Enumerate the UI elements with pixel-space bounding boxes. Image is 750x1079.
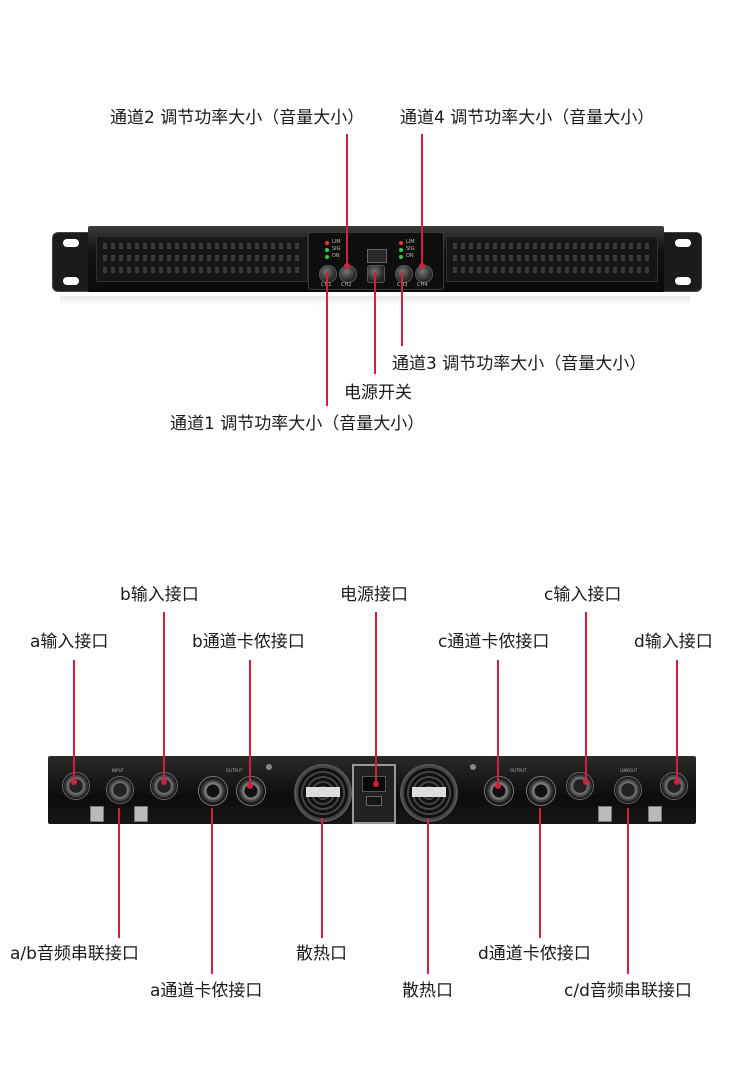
callout-dot-d-input: [674, 779, 680, 785]
callout-dot-power-input: [373, 781, 379, 787]
label-a-channel-card: a通道卡侬接口: [150, 981, 263, 1001]
d-input-xlr[interactable]: [660, 772, 688, 800]
ch1-volume-knob[interactable]: [319, 265, 337, 283]
rear-text-output-right: OUTPUT: [510, 768, 527, 773]
led-label-sig-left: SIG: [332, 246, 341, 252]
callout-line-a-card: [211, 808, 213, 974]
fan-right: [400, 764, 458, 822]
rear-text-input-left: INPUT: [112, 768, 124, 773]
rear-switch-4[interactable]: [648, 806, 662, 822]
fan-left: [294, 764, 352, 822]
led-label-sig-right: SIG: [406, 246, 415, 252]
callout-line-cd-link: [627, 808, 629, 974]
label-ch1-volume: 通道1 调节功率大小（音量大小）: [170, 414, 425, 434]
callout-dot-a-input: [71, 779, 77, 785]
callout-line-b-input: [163, 612, 165, 782]
label-ch3-volume: 通道3 调节功率大小（音量大小）: [392, 354, 647, 374]
callout-line-ch2: [346, 134, 348, 266]
power-switch-button[interactable]: [367, 265, 385, 283]
callout-line-ch4: [421, 134, 423, 266]
label-power-input: 电源接口: [340, 585, 408, 605]
c-input-xlr[interactable]: [566, 772, 594, 800]
rear-switch-1[interactable]: [90, 806, 104, 822]
led-label-lim-left: LIM: [332, 239, 341, 245]
callout-line-power-input: [375, 612, 377, 784]
rear-text-linkout: LINKOUT: [620, 768, 638, 773]
callout-line-a-input: [73, 660, 75, 782]
knob-label-ch2: CH2: [341, 282, 352, 288]
label-ab-link: a/b音频串联接口: [10, 944, 139, 964]
label-d-channel-card: d通道卡侬接口: [478, 944, 591, 964]
rear-screw-2: [470, 764, 476, 770]
callout-line-b-card: [249, 660, 251, 786]
label-b-channel-card: b通道卡侬接口: [192, 632, 305, 652]
callout-line-ab-link: [118, 808, 120, 938]
callout-dot-c-card: [495, 783, 501, 789]
d-channel-speakon[interactable]: [526, 776, 556, 806]
rear-screw-1: [266, 764, 272, 770]
power-inlet[interactable]: [352, 764, 396, 824]
callout-line-d-input: [676, 660, 678, 782]
led-ch34-sig: [399, 248, 403, 252]
callout-line-fan2: [427, 818, 429, 974]
callout-dot-c-input: [583, 779, 589, 785]
led-label-on-right: ON: [406, 253, 414, 259]
label-c-input: c输入接口: [544, 585, 622, 605]
callout-dot-b-input: [161, 779, 167, 785]
callout-line-ch1: [326, 272, 328, 406]
front-display: [367, 249, 387, 263]
front-right-vent: [446, 236, 658, 282]
label-c-channel-card: c通道卡侬接口: [438, 632, 550, 652]
callout-line-fan1: [321, 818, 323, 938]
b-channel-speakon[interactable]: [236, 776, 266, 806]
cd-link-xlr[interactable]: [614, 776, 642, 804]
knob-label-ch4: CH4: [417, 282, 428, 288]
rear-switch-3[interactable]: [598, 806, 612, 822]
label-cd-link: c/d音频串联接口: [564, 981, 692, 1001]
label-fan1: 散热口: [296, 944, 347, 964]
callout-line-d-card: [539, 808, 541, 938]
callout-line-ch3: [401, 272, 403, 346]
label-fan2: 散热口: [402, 981, 453, 1001]
led-label-on-left: ON: [332, 253, 340, 259]
label-ch2-volume: 通道2 调节功率大小（音量大小）: [110, 108, 365, 128]
label-ch4-volume: 通道4 调节功率大小（音量大小）: [400, 108, 655, 128]
led-ch34-lim: [399, 241, 403, 245]
ch3-volume-knob[interactable]: [395, 265, 413, 283]
label-d-input: d输入接口: [634, 632, 713, 652]
callout-line-power-switch: [374, 272, 376, 374]
rear-text-output-left: OUTPUT: [226, 768, 243, 773]
front-control-panel: LIM SIG ON LIM SIG ON CH1 CH2 CH3 CH4: [308, 232, 444, 290]
led-ch34-on: [399, 255, 403, 259]
rear-switch-2[interactable]: [134, 806, 148, 822]
ab-link-xlr[interactable]: [106, 776, 134, 804]
callout-line-c-card: [497, 660, 499, 786]
led-ch12-lim: [325, 241, 329, 245]
label-power-switch: 电源开关: [344, 383, 412, 403]
callout-dot-b-card: [247, 783, 253, 789]
front-right-rack-ear: [658, 232, 702, 292]
c-channel-speakon[interactable]: [484, 776, 514, 806]
led-label-lim-right: LIM: [406, 239, 415, 245]
led-ch12-sig: [325, 248, 329, 252]
label-a-input: a输入接口: [30, 632, 109, 652]
callout-line-c-input: [585, 612, 587, 782]
callout-dot-ch2: [344, 263, 350, 269]
a-channel-speakon[interactable]: [198, 776, 228, 806]
label-b-input: b输入接口: [120, 585, 199, 605]
callout-dot-ch4: [419, 263, 425, 269]
front-left-vent: [96, 236, 308, 282]
a-input-xlr[interactable]: [62, 772, 90, 800]
led-ch12-on: [325, 255, 329, 259]
